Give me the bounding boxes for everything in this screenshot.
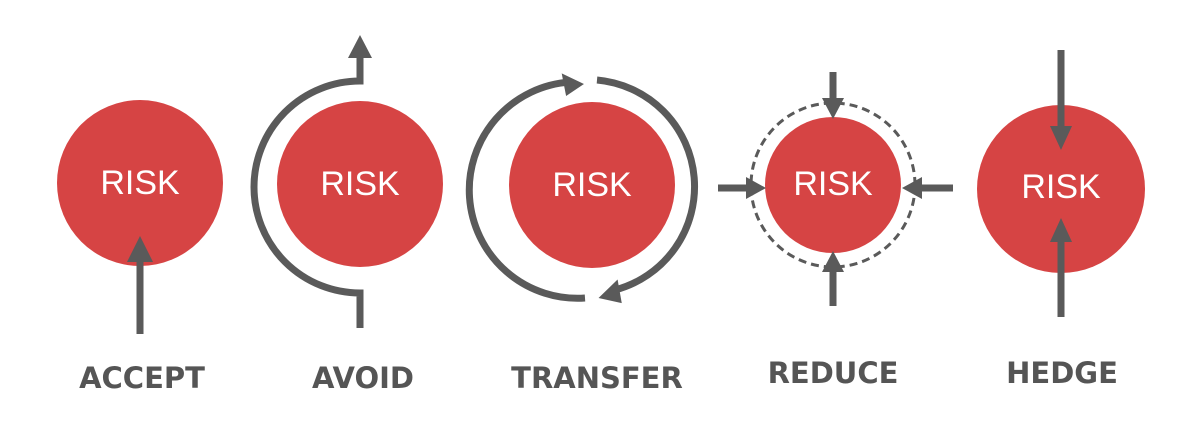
label-accept: ACCEPT [79,361,205,395]
accept-group: RISK ACCEPT [57,100,223,395]
risk-circle [277,101,443,267]
arrow-down-icon [822,98,844,119]
arrow-down-icon [1050,126,1072,150]
risk-text: RISK [1021,168,1101,206]
risk-text: RISK [793,165,873,203]
risk-text: RISK [552,166,632,204]
risk-circle [765,117,901,253]
label-hedge: HEDGE [1006,356,1118,390]
avoid-arc-arrow [250,56,364,328]
risk-circle [57,100,223,266]
arrow-up-icon [822,251,844,272]
risk-text: RISK [100,164,180,202]
arrow-right-icon [561,73,584,96]
avoid-group: RISK AVOID [250,35,443,395]
risk-circle [509,102,675,268]
reduce-group: RISK REDUCE [718,72,953,390]
transfer-right-arc [596,76,698,294]
risk-text: RISK [320,165,400,203]
arrow-up-icon [1050,218,1072,242]
hedge-group: RISK HEDGE [977,50,1145,390]
arrow-up-icon [127,236,153,262]
risk-circle [977,105,1145,273]
label-transfer: TRANSFER [511,361,683,395]
label-avoid: AVOID [312,361,414,395]
arrow-right-icon [746,177,766,199]
arrow-left-icon [902,177,922,199]
arrow-up-icon [348,35,372,58]
arrow-left-icon [598,279,622,304]
label-reduce: REDUCE [768,356,899,390]
transfer-group: RISK TRANSFER [465,73,698,395]
transfer-left-arc [465,78,586,302]
